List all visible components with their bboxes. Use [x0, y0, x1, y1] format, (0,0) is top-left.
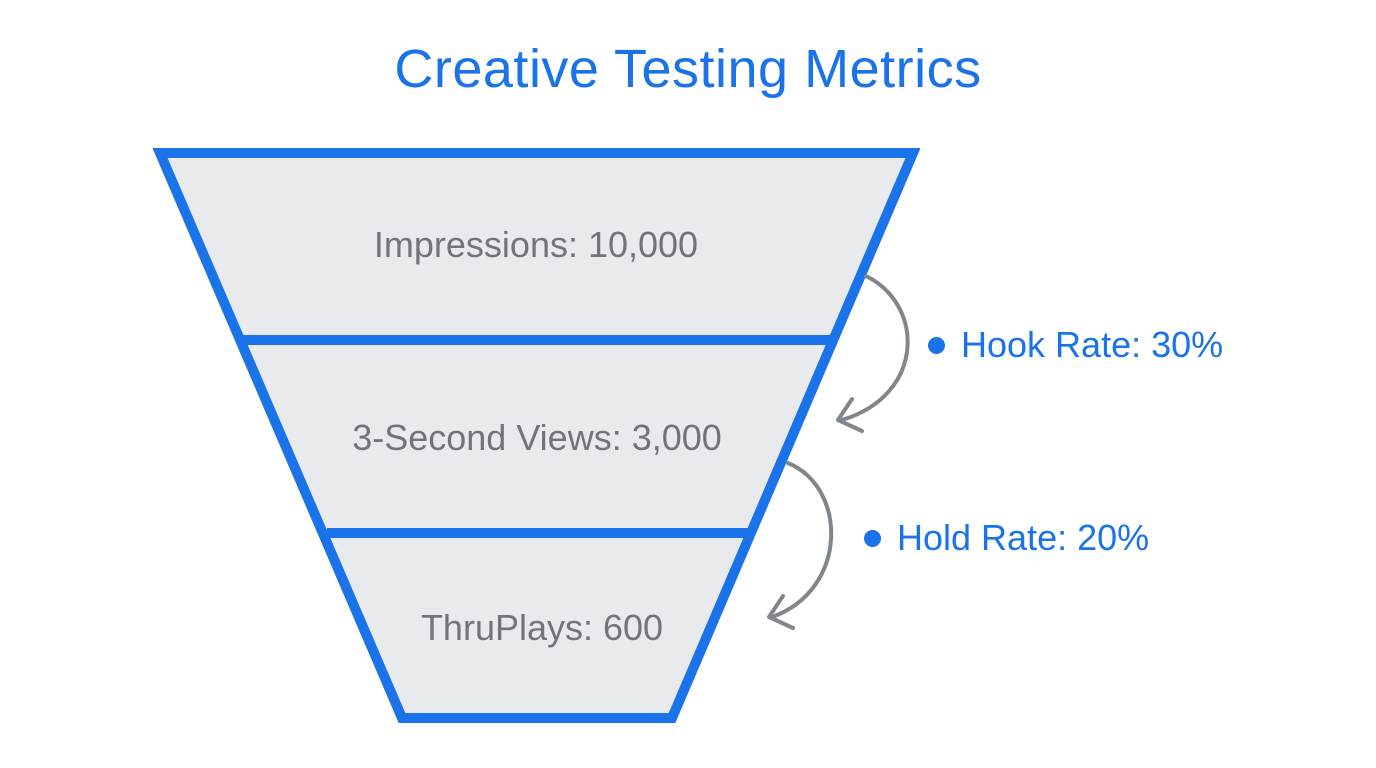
- hook-rate-label: Hook Rate: 30%: [961, 324, 1224, 365]
- hook-rate: Hook Rate: 30%: [928, 324, 1223, 366]
- stage-label-thruplays: ThruPlays: 600: [420, 607, 664, 648]
- bullet-dot-icon: [864, 529, 881, 547]
- stage-label-3s-views: 3-Second Views: 3,000: [352, 417, 722, 458]
- funnel-stage-3s-views: [240, 340, 834, 533]
- funnel-outline: [152, 148, 921, 723]
- stage-label-impressions: Impressions: 10,000: [373, 224, 699, 265]
- bullet-dot-icon: [928, 336, 945, 354]
- hold-rate-label: Hold Rate: 20%: [897, 517, 1150, 558]
- funnel-stage-impressions: [160, 153, 913, 340]
- hold-rate: Hold Rate: 20%: [864, 517, 1149, 559]
- funnel-stage-thruplays: [327, 533, 751, 718]
- diagram-title: Creative Testing Metrics: [394, 39, 982, 99]
- hook-rate-arrow-icon: [836, 274, 910, 433]
- hold-rate-arrow-icon: [767, 461, 833, 630]
